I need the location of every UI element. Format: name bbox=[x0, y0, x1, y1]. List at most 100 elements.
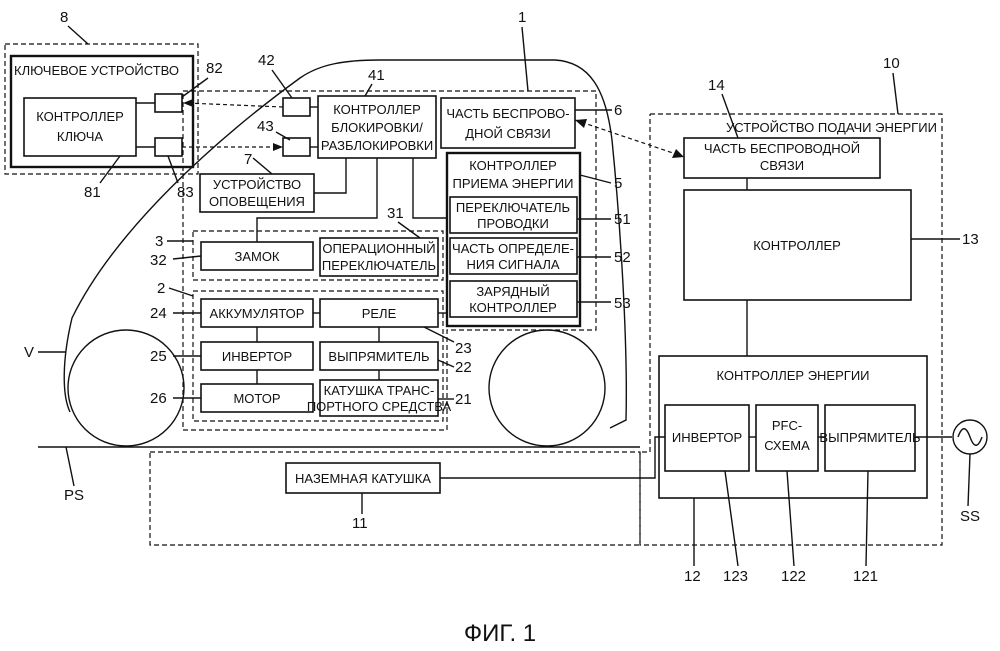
notification-label-2: ОПОВЕЩЕНИЯ bbox=[209, 194, 305, 209]
ref-V: V bbox=[24, 344, 34, 361]
pfc-label-1: PFC- bbox=[772, 418, 802, 433]
key-controller-box bbox=[24, 98, 136, 156]
ref-121: 121 bbox=[853, 568, 878, 585]
power-receive-label-2: ПРИЕМА ЭНЕРГИИ bbox=[453, 176, 574, 191]
key-antenna-82 bbox=[155, 94, 182, 112]
ref-43: 43 bbox=[257, 118, 274, 135]
ref-SS: SS bbox=[960, 508, 980, 525]
ref-22: 22 bbox=[455, 359, 472, 376]
ref-3: 3 bbox=[155, 233, 163, 250]
key-antenna-83 bbox=[155, 138, 182, 156]
vehicle-coil-label-2: ПОРТНОГО СРЕДСТВА bbox=[307, 399, 452, 414]
supply-rectifier-label: ВЫПРЯМИТЕЛЬ bbox=[819, 430, 920, 445]
ref-83: 83 bbox=[177, 184, 194, 201]
ref-53: 53 bbox=[614, 295, 631, 312]
wheel-front bbox=[489, 330, 605, 446]
ref-51: 51 bbox=[614, 211, 631, 228]
ref-5: 5 bbox=[614, 175, 622, 192]
wireless-link-42-82 bbox=[186, 103, 283, 107]
ref-21: 21 bbox=[455, 391, 472, 408]
leader-PS bbox=[66, 447, 74, 486]
ac-sine-wave bbox=[958, 429, 982, 446]
wiring-switch-label-1: ПЕРЕКЛЮЧАТЕЛЬ bbox=[456, 200, 570, 215]
figure-caption: ФИГ. 1 bbox=[464, 620, 536, 647]
vehicle-coil-label-1: КАТУШКА ТРАНС- bbox=[324, 383, 435, 398]
antenna-42 bbox=[283, 98, 310, 116]
supply-inverter-label: ИНВЕРТОР bbox=[672, 430, 742, 445]
link-41-receiver bbox=[413, 158, 447, 218]
ref-81: 81 bbox=[84, 184, 101, 201]
leader-32 bbox=[173, 256, 201, 259]
ref-7: 7 bbox=[244, 151, 252, 168]
arrow-to-6 bbox=[575, 119, 587, 128]
ref-13: 13 bbox=[962, 231, 979, 248]
ground-coil-label: НАЗЕМНАЯ КАТУШКА bbox=[295, 471, 431, 486]
key-controller-label-2: КЛЮЧА bbox=[57, 129, 103, 144]
wiring-switch-label-2: ПРОВОДКИ bbox=[477, 216, 549, 231]
ref-122: 122 bbox=[781, 568, 806, 585]
leader-2 bbox=[169, 288, 193, 296]
ref-25: 25 bbox=[150, 348, 167, 365]
ref-42: 42 bbox=[258, 52, 275, 69]
pfc-label-2: СХЕМА bbox=[764, 438, 810, 453]
vehicle-rectifier-label: ВЫПРЯМИТЕЛЬ bbox=[328, 349, 429, 364]
lock-controller-label-1: КОНТРОЛЛЕР bbox=[333, 102, 421, 117]
lock-controller-label-2: БЛОКИРОВКИ/ bbox=[331, 120, 423, 135]
controller-label: КОНТРОЛЛЕР bbox=[753, 238, 841, 253]
ref-82: 82 bbox=[206, 60, 223, 77]
signal-detect-label-2: НИЯ СИГНАЛА bbox=[466, 257, 559, 272]
leader-31 bbox=[398, 222, 420, 238]
key-controller-label-1: КОНТРОЛЛЕР bbox=[36, 109, 124, 124]
ref-14: 14 bbox=[708, 77, 725, 94]
battery-label: АККУМУЛЯТОР bbox=[210, 306, 305, 321]
operation-switch-label-2: ПЕРЕКЛЮЧАТЕЛЬ bbox=[322, 258, 436, 273]
motor-label: МОТОР bbox=[233, 391, 280, 406]
ref-6: 6 bbox=[614, 102, 622, 119]
leader-23 bbox=[424, 327, 454, 342]
supply-device-label: УСТРОЙСТВО ПОДАЧИ ЭНЕРГИИ bbox=[726, 120, 937, 135]
leader-8 bbox=[68, 26, 88, 44]
link-41-notify bbox=[314, 158, 346, 193]
ref-24: 24 bbox=[150, 305, 167, 322]
leader-41 bbox=[365, 84, 372, 96]
lock-label: ЗАМОК bbox=[234, 249, 279, 264]
charge-controller-label-1: ЗАРЯДНЫЙ bbox=[476, 284, 549, 299]
charge-controller-label-2: КОНТРОЛЛЕР bbox=[469, 300, 557, 315]
key-device-label: КЛЮЧЕВОЕ УСТРОЙСТВО bbox=[14, 63, 179, 78]
ref-10: 10 bbox=[883, 55, 900, 72]
leader-SS bbox=[968, 454, 970, 506]
arrow-to-43 bbox=[273, 143, 283, 151]
relay-label: РЕЛЕ bbox=[362, 306, 397, 321]
vehicle-wireless-label-2: ДНОЙ СВЯЗИ bbox=[465, 126, 550, 141]
ref-123: 123 bbox=[723, 568, 748, 585]
vehicle-wireless-label-1: ЧАСТЬ БЕСПРОВО- bbox=[446, 106, 569, 121]
ref-41: 41 bbox=[368, 67, 385, 84]
ref-23: 23 bbox=[455, 340, 472, 357]
ref-8: 8 bbox=[60, 9, 68, 26]
signal-detect-label-1: ЧАСТЬ ОПРЕДЕЛЕ- bbox=[452, 241, 574, 256]
power-controller-label: КОНТРОЛЛЕР ЭНЕРГИИ bbox=[716, 368, 869, 383]
vehicle-inverter-label: ИНВЕРТОР bbox=[222, 349, 292, 364]
ref-12: 12 bbox=[684, 568, 701, 585]
notification-label-1: УСТРОЙСТВО bbox=[213, 177, 301, 192]
supply-wireless-label-2: СВЯЗИ bbox=[760, 158, 804, 173]
ref-PS: PS bbox=[64, 487, 84, 504]
leader-7 bbox=[253, 158, 272, 174]
ref-31: 31 bbox=[387, 205, 404, 222]
antenna-43 bbox=[283, 138, 310, 156]
lock-controller-label-3: РАЗБЛОКИРОВКИ bbox=[321, 138, 433, 153]
leader-10 bbox=[893, 73, 898, 114]
link-inverter-groundcoil bbox=[440, 437, 665, 478]
supply-wireless-label-1: ЧАСТЬ БЕСПРОВОДНОЙ bbox=[704, 141, 860, 156]
power-receive-label-1: КОНТРОЛЛЕР bbox=[469, 158, 557, 173]
ref-2: 2 bbox=[157, 280, 165, 297]
ref-1: 1 bbox=[518, 9, 526, 26]
ref-26: 26 bbox=[150, 390, 167, 407]
ref-32: 32 bbox=[150, 252, 167, 269]
arrow-to-14 bbox=[672, 149, 684, 158]
operation-switch-label-1: ОПЕРАЦИОННЫЙ bbox=[322, 241, 435, 256]
wireless-link-6-14 bbox=[575, 120, 676, 154]
leader-42 bbox=[272, 70, 292, 98]
ref-11: 11 bbox=[352, 515, 368, 532]
